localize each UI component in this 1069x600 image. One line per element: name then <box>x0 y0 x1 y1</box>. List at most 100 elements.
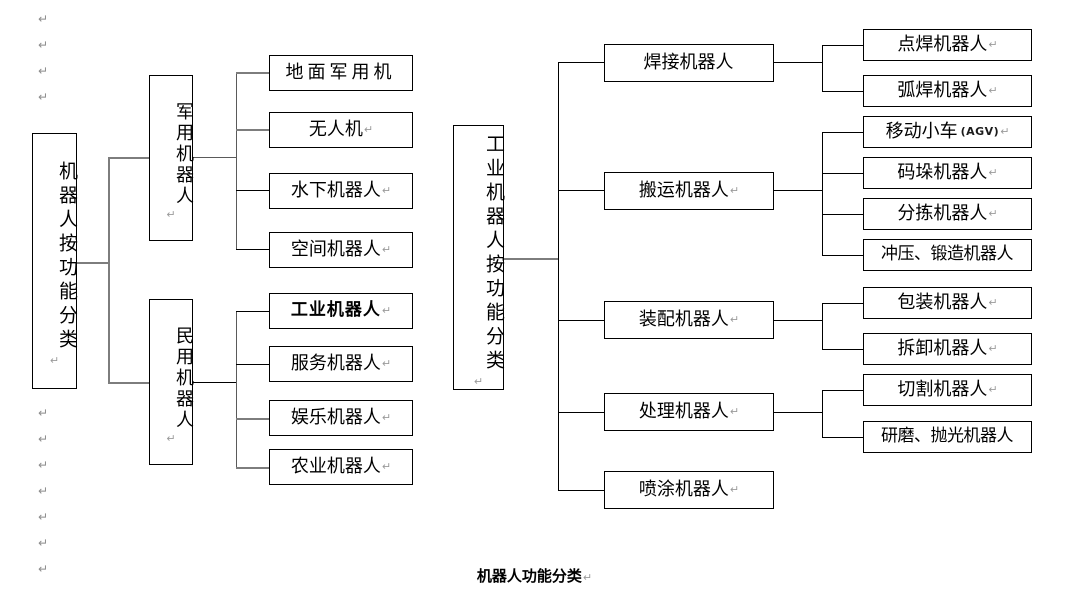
paragraph-mark: ↵ <box>729 483 740 497</box>
node-handling-robot[interactable]: 搬运机器人 ↵ <box>604 172 774 210</box>
node-packaging-robot[interactable]: 包装机器人 ↵ <box>863 287 1032 319</box>
node-label: 冲压、锻造机器人 <box>881 244 1014 265</box>
node-mobile-cart-agv[interactable]: 移动小车 (AGV) ↵ <box>863 116 1032 148</box>
figure-caption-text: 机器人功能分类 <box>476 567 582 585</box>
node-unmanned-aerial-vehicle[interactable]: 无人机 ↵ <box>269 112 413 148</box>
node-civil-robot[interactable]: 民用机器人 ↵ <box>149 299 194 465</box>
node-label: 移动小车 <box>885 120 958 142</box>
connector-military-spine <box>236 72 237 250</box>
connector-military-child-3 <box>236 190 270 191</box>
node-label: 民用机器人 <box>173 325 194 431</box>
node-military-robot[interactable]: 军用机器人 ↵ <box>149 75 194 241</box>
paragraph-mark: ↵ <box>38 562 49 576</box>
connector-processing-spine <box>822 390 823 438</box>
connector-military-child-1 <box>236 72 270 74</box>
connector-military-child-2 <box>236 129 270 131</box>
connector-handling-leaf-2 <box>822 173 864 174</box>
paragraph-mark: ↵ <box>381 304 392 318</box>
paragraph-mark: ↵ <box>38 432 49 446</box>
node-label: 装配机器人 <box>638 308 729 330</box>
node-sorting-robot[interactable]: 分拣机器人 ↵ <box>863 198 1032 230</box>
node-arc-welding-robot[interactable]: 弧焊机器人 ↵ <box>863 75 1032 107</box>
paragraph-mark: ↵ <box>582 571 593 584</box>
node-label: 包装机器人 <box>897 291 988 313</box>
node-cutting-robot[interactable]: 切割机器人 ↵ <box>863 374 1032 406</box>
node-palletizing-robot[interactable]: 码垛机器人 ↵ <box>863 157 1032 189</box>
connector-to-processing <box>558 412 604 413</box>
paragraph-mark: ↵ <box>381 411 392 425</box>
node-label: 点焊机器人 <box>897 33 988 55</box>
connector-to-civil <box>108 382 150 384</box>
paragraph-mark: ↵ <box>38 510 49 524</box>
node-industrial-robot[interactable]: 工业机器人 ↵ <box>269 293 413 329</box>
node-label: 处理机器人 <box>638 400 729 422</box>
paragraph-mark: ↵ <box>38 38 49 52</box>
node-label: 娱乐机器人 <box>290 406 381 428</box>
paragraph-mark: ↵ <box>729 184 740 198</box>
connector-civil-child-1 <box>236 311 270 312</box>
node-label: 工业机器人按功能分类 <box>483 133 505 374</box>
paragraph-mark: ↵ <box>166 207 176 221</box>
connector-processing-leaf-2 <box>822 437 864 438</box>
node-unloading-robot[interactable]: 拆卸机器人 ↵ <box>863 333 1032 365</box>
connector-to-assembly <box>558 320 604 321</box>
node-label: 切割机器人 <box>897 378 988 400</box>
node-label: 服务机器人 <box>290 352 381 374</box>
connector-civil-child-2 <box>236 364 270 365</box>
connector-assembly-leaf-2 <box>822 349 864 350</box>
node-label: 码垛机器人 <box>897 161 988 183</box>
node-ground-military-machine[interactable]: 地面军用机 <box>269 55 413 91</box>
node-label: 空间机器人 <box>290 238 381 260</box>
paragraph-mark: ↵ <box>49 354 60 368</box>
connector-military-child-4 <box>236 249 270 250</box>
node-agricultural-robot[interactable]: 农业机器人 ↵ <box>269 449 413 485</box>
paragraph-mark: ↵ <box>988 38 998 52</box>
node-label: 无人机 <box>308 118 363 140</box>
node-label: 机器人按功能分类 <box>56 161 78 354</box>
paragraph-mark: ↵ <box>988 296 998 310</box>
connector-root-left <box>76 262 108 264</box>
connector-to-painting <box>558 490 604 491</box>
node-label: 分拣机器人 <box>897 202 988 224</box>
node-root-industrial-robot-classification[interactable]: 工业机器人按功能分类 ↵ <box>453 125 505 390</box>
paragraph-mark: ↵ <box>988 166 998 180</box>
node-spot-welding-robot[interactable]: 点焊机器人 ↵ <box>863 29 1032 61</box>
connector-civil-out <box>192 382 236 383</box>
connector-civil-child-3 <box>236 418 270 420</box>
node-stamping-forging-robot[interactable]: 冲压、锻造机器人 <box>863 239 1032 271</box>
node-underwater-robot[interactable]: 水下机器人 ↵ <box>269 173 413 209</box>
connector-handling-leaf-3 <box>822 214 864 215</box>
connector-assembly-spine <box>822 303 823 350</box>
paragraph-mark: ↵ <box>38 12 49 26</box>
node-label: 搬运机器人 <box>638 179 729 201</box>
paragraph-mark: ↵ <box>1000 125 1010 139</box>
node-processing-robot[interactable]: 处理机器人 ↵ <box>604 393 774 431</box>
connector-root-right <box>504 258 558 260</box>
node-service-robot[interactable]: 服务机器人 ↵ <box>269 346 413 382</box>
connector-assembly-leaf-1 <box>822 303 864 304</box>
connector-to-welding <box>558 62 604 63</box>
connector-welding-spine <box>822 45 823 92</box>
agv-annotation: (AGV) <box>960 125 1000 139</box>
paragraph-mark: ↵ <box>381 460 392 474</box>
paragraph-mark: ↵ <box>38 90 49 104</box>
paragraph-mark: ↵ <box>729 313 740 327</box>
node-painting-robot[interactable]: 喷涂机器人 ↵ <box>604 471 774 509</box>
node-grinding-polishing-robot[interactable]: 研磨、抛光机器人 <box>863 421 1032 453</box>
paragraph-mark: ↵ <box>473 374 484 388</box>
node-space-robot[interactable]: 空间机器人 ↵ <box>269 232 413 268</box>
connector-spine-right <box>558 62 559 490</box>
node-assembly-robot[interactable]: 装配机器人 ↵ <box>604 301 774 339</box>
connector-processing-leaf-1 <box>822 390 864 391</box>
connector-handling-out <box>774 190 822 191</box>
node-label: 农业机器人 <box>290 455 381 477</box>
node-label: 拆卸机器人 <box>897 337 988 359</box>
connector-processing-out <box>774 412 822 413</box>
paragraph-mark: ↵ <box>38 406 49 420</box>
node-welding-robot[interactable]: 焊接机器人 <box>604 44 774 82</box>
node-entertainment-robot[interactable]: 娱乐机器人 ↵ <box>269 400 413 436</box>
node-root-robot-classification[interactable]: 机器人按功能分类 ↵ <box>32 133 78 389</box>
connector-welding-leaf-2 <box>822 91 864 92</box>
node-label: 焊接机器人 <box>643 51 734 73</box>
